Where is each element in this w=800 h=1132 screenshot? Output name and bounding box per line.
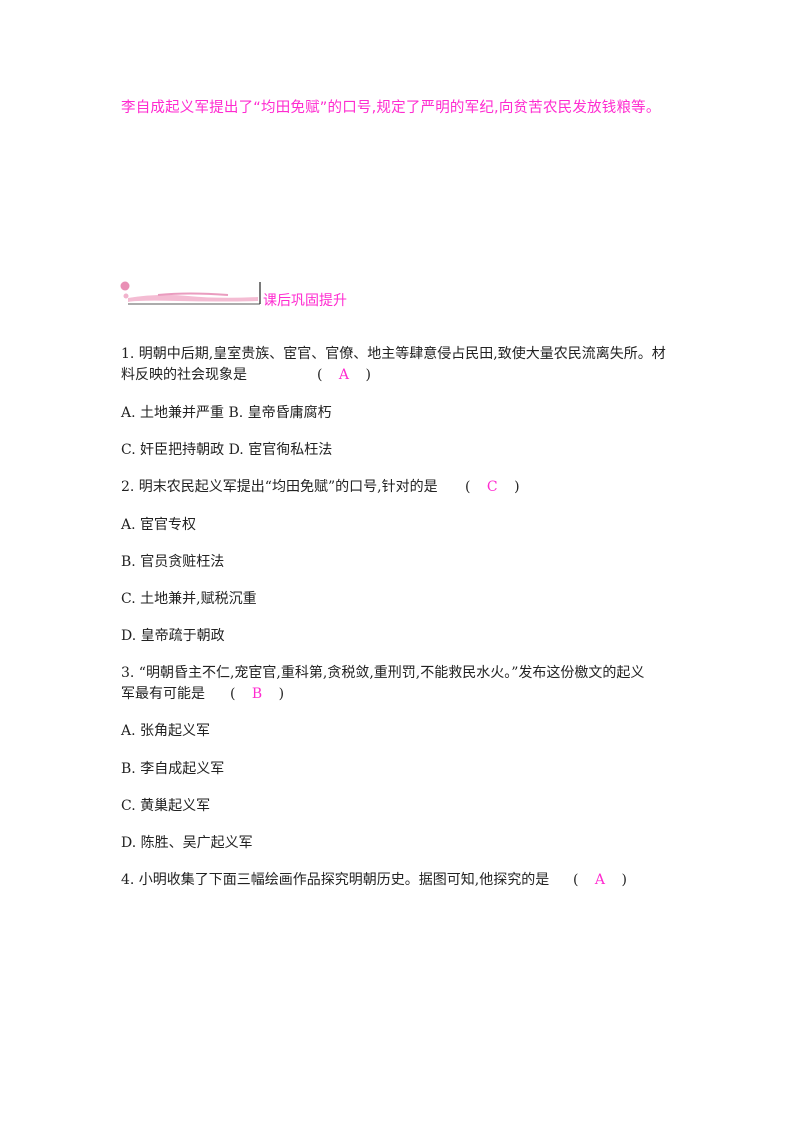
q3-answer-paren: ( B ): [230, 686, 285, 702]
q1-stem-line1: 1. 明朝中后期,皇室贵族、宦官、官僚、地主等肆意侵占民田,致使大量农民流离失所…: [121, 346, 666, 362]
q4-answer-paren: ( A ): [573, 872, 627, 888]
q2-answer-paren: ( C ): [465, 479, 520, 495]
q4-answer: A: [594, 872, 606, 888]
q1-stem-line2: 料反映的社会现象是: [121, 367, 247, 383]
q3-option-a: A. 张角起义军: [121, 723, 211, 739]
brush-stroke-decoration: [120, 281, 261, 305]
q1-options-line1: A. 土地兼并严重 B. 皇帝昏庸腐朽: [121, 405, 332, 421]
q1-answer: A: [338, 367, 350, 383]
q2-option-c: C. 土地兼并,赋税沉重: [121, 591, 257, 607]
q2-answer: C: [486, 479, 498, 495]
section-title: 课后巩固提升: [263, 293, 347, 309]
q2-option-d: D. 皇帝疏于朝政: [121, 628, 225, 644]
q1-options-line2: C. 奸臣把持朝政 D. 宦官徇私枉法: [121, 442, 333, 458]
q3-stem-line2: 军最有可能是: [121, 686, 205, 702]
q1-answer-paren: ( A ): [317, 367, 371, 383]
q2-option-a: A. 宦官专权: [121, 517, 197, 533]
q4-stem: 4. 小明收集了下面三幅绘画作品探究明朝历史。据图可知,他探究的是: [121, 872, 550, 888]
section-header: 课后巩固提升: [118, 280, 378, 309]
q3-option-c: C. 黄巢起义军: [121, 798, 211, 814]
intro-answer-text: 李自成起义军提出了“均田免赋”的口号,规定了严明的军纪,向贫苦农民发放钱粮等。: [121, 100, 661, 116]
q2-option-b: B. 官员贪赃枉法: [121, 554, 225, 570]
q3-option-d: D. 陈胜、吴广起义军: [121, 835, 253, 851]
q3-stem-line1: 3. “明朝昏主不仁,宠宦官,重科第,贪税敛,重刑罚,不能救民水火。”发布这份檄…: [121, 665, 645, 681]
q3-option-b: B. 李自成起义军: [121, 761, 225, 777]
q2-stem: 2. 明末农民起义军提出“均田免赋”的口号,针对的是: [121, 479, 438, 495]
q3-answer: B: [251, 686, 263, 702]
